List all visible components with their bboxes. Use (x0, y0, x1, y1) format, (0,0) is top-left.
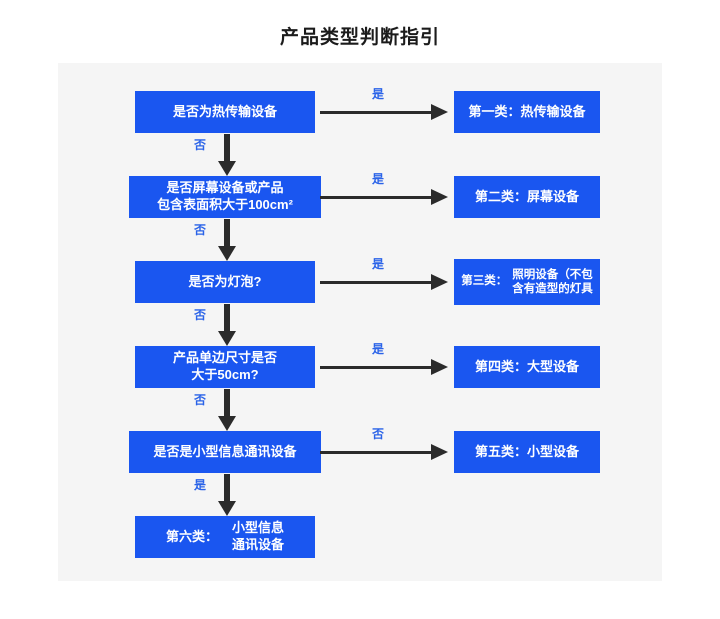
yes-arrow-3-label: 是 (372, 257, 385, 271)
decision-box-2-line2: 包含表面积大于100cm² (157, 197, 293, 212)
decision-box-4[interactable]: 产品单边尺寸是否 大于50cm? (135, 346, 315, 388)
no-arrow-3: 否 (194, 304, 236, 346)
result-box-1[interactable]: 第一类：热传输设备 (454, 91, 600, 133)
arrow-head-icon (218, 331, 236, 346)
arrow-shaft (224, 474, 230, 502)
arrow-shaft (320, 111, 432, 114)
result-box-6-body: 小型信息 通讯设备 (232, 520, 284, 554)
decision-box-1[interactable]: 是否为热传输设备 (135, 91, 315, 133)
no-arrow-3-label: 否 (194, 308, 207, 322)
decision-box-2[interactable]: 是否屏幕设备或产品 包含表面积大于100cm² (129, 176, 321, 218)
yes-arrow-5: 是 (194, 474, 236, 516)
arrow-shaft (320, 451, 432, 454)
result-box-6-line2: 通讯设备 (232, 537, 285, 552)
result-box-6-lead: 第六类： (165, 529, 218, 545)
no-arrow-1: 否 (194, 134, 236, 176)
result-box-3[interactable]: 第三类： 照明设备（不包 含有造型的灯具 (454, 259, 600, 305)
decision-box-2-line1: 是否屏幕设备或产品 (166, 180, 284, 196)
arrow-shaft (224, 304, 230, 332)
result-box-6[interactable]: 第六类： 小型信息 通讯设备 (135, 516, 315, 558)
yes-arrow-3: 是 (320, 257, 448, 293)
page-title: 产品类型判断指引 (279, 27, 440, 48)
arrow-shaft (320, 196, 432, 199)
arrow-head-icon (218, 501, 236, 516)
arrow-head-icon (218, 416, 236, 431)
result-box-3-line2: 含有造型的灯具 (512, 283, 593, 295)
decision-box-5[interactable]: 是否是小型信息通讯设备 (129, 431, 321, 473)
arrow-head-icon (431, 104, 448, 120)
arrow-shaft (320, 366, 432, 369)
yes-arrow-1-label: 是 (372, 87, 385, 101)
result-box-3-line1: 照明设备（不包 (512, 268, 593, 281)
arrow-head-icon (218, 161, 236, 176)
yes-arrow-5-label: 是 (194, 478, 207, 492)
no-arrow-2-label: 否 (194, 223, 207, 237)
decision-box-4-line2: 大于50cm? (191, 367, 259, 382)
no-arrow-4: 否 (194, 389, 236, 431)
result-box-3-body: 照明设备（不包 含有造型的灯具 (512, 268, 593, 297)
result-box-4[interactable]: 第四类：大型设备 (454, 346, 600, 388)
arrow-shaft (320, 281, 432, 284)
arrow-head-icon (431, 444, 448, 460)
decision-box-3[interactable]: 是否为灯泡? (135, 261, 315, 303)
decision-box-4-text: 产品单边尺寸是否 大于50cm? (173, 350, 277, 384)
no-arrow-5-label: 否 (372, 427, 385, 441)
arrow-head-icon (431, 359, 448, 375)
yes-arrow-2-label: 是 (372, 172, 385, 186)
no-arrow-5: 否 (320, 427, 448, 463)
arrow-shaft (224, 389, 230, 417)
arrow-shaft (224, 134, 230, 162)
decision-box-2-text: 是否屏幕设备或产品 包含表面积大于100cm² (157, 180, 293, 214)
result-box-6-line1: 小型信息 (232, 520, 285, 536)
arrow-head-icon (431, 274, 448, 290)
result-box-2[interactable]: 第二类：屏幕设备 (454, 176, 600, 218)
yes-arrow-2: 是 (320, 172, 448, 208)
no-arrow-2: 否 (194, 219, 236, 261)
yes-arrow-1: 是 (320, 87, 448, 123)
arrow-head-icon (431, 189, 448, 205)
decision-box-4-line1: 产品单边尺寸是否 (172, 350, 277, 366)
result-box-3-lead: 第三类： (461, 275, 508, 288)
flowchart-panel: 是否为热传输设备 是 第一类：热传输设备 否 是否屏幕设备或产品 包含表面积大于… (58, 63, 662, 581)
yes-arrow-4: 是 (320, 342, 448, 378)
no-arrow-4-label: 否 (194, 393, 207, 407)
yes-arrow-4-label: 是 (372, 342, 385, 356)
no-arrow-1-label: 否 (194, 138, 207, 152)
arrow-shaft (224, 219, 230, 247)
result-box-5[interactable]: 第五类：小型设备 (454, 431, 600, 473)
arrow-head-icon (218, 246, 236, 261)
